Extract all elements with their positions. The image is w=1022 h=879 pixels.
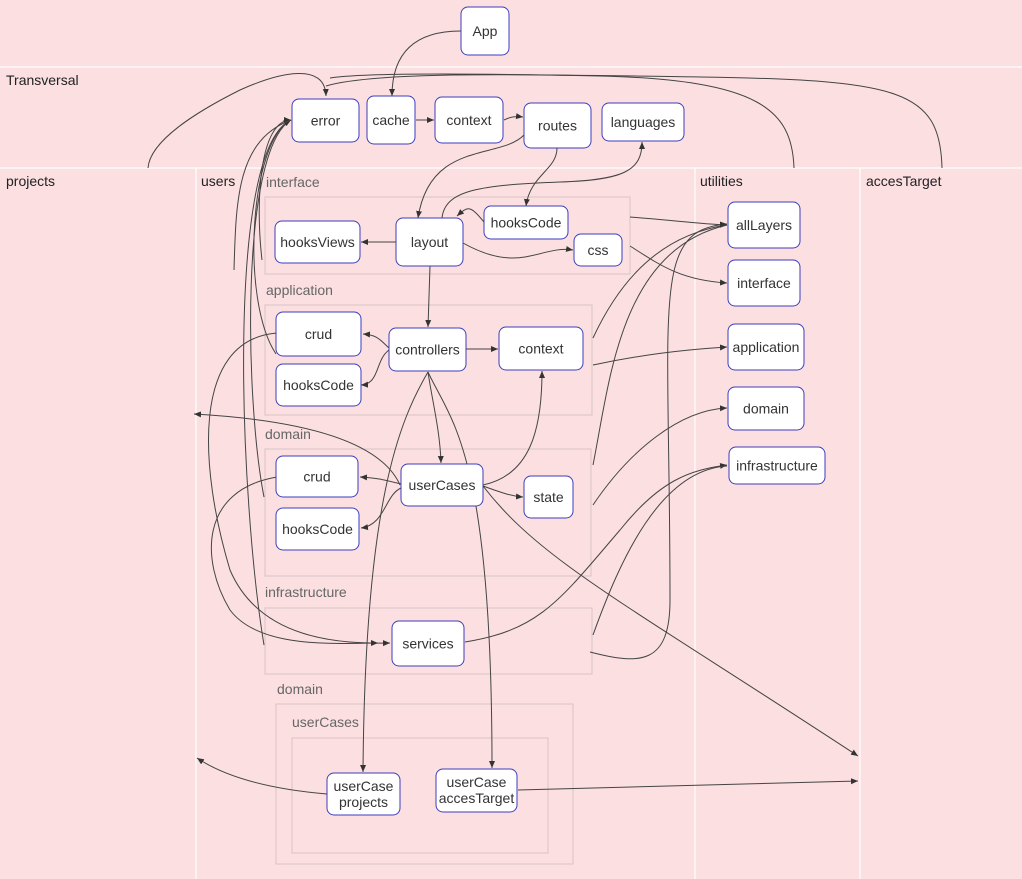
node-hooksviews-label: hooksViews (280, 234, 354, 250)
lane-label-users: users (201, 173, 235, 189)
lane-label-accestarget: accesTarget (866, 173, 942, 189)
lane-label-transversal: Transversal (6, 72, 79, 88)
node-app[interactable]: App (460, 6, 510, 56)
node-usercases-label: userCases (409, 477, 476, 493)
node-layout-label: layout (411, 234, 448, 250)
node-cache-label: cache (372, 112, 410, 128)
node-crud-domain-label: crud (303, 469, 330, 485)
lane-label-projects: projects (6, 173, 55, 189)
node-hookscode-interface[interactable]: hooksCode (483, 205, 569, 240)
node-alllayers[interactable]: allLayers (727, 201, 801, 249)
node-hookscode-application[interactable]: hooksCode (275, 363, 362, 407)
node-utilities-domain-label: domain (743, 401, 789, 417)
group-box-infrastructure (264, 607, 593, 675)
node-error[interactable]: error (291, 98, 360, 143)
node-routes[interactable]: routes (523, 102, 592, 149)
node-crud-domain[interactable]: crud (275, 455, 359, 498)
node-css-label: css (588, 242, 609, 258)
group-label-interface: interface (266, 174, 320, 190)
node-hooksviews[interactable]: hooksViews (274, 220, 361, 264)
node-usercase-projects-label-2: projects (339, 794, 388, 810)
node-utilities-application-label: application (733, 339, 800, 355)
node-usercase-accestarget[interactable]: userCase accesTarget (435, 768, 518, 813)
node-languages[interactable]: languages (601, 102, 685, 142)
group-label-domain: domain (265, 426, 311, 442)
node-error-label: error (311, 113, 341, 129)
node-utilities-application[interactable]: application (727, 323, 805, 371)
group-box-interface (264, 196, 631, 275)
node-routes-label: routes (538, 118, 577, 134)
lane-label-utilities: utilities (700, 173, 743, 189)
node-hookscode-application-label: hooksCode (283, 377, 354, 393)
node-context-transversal[interactable]: context (434, 96, 504, 144)
node-context-application[interactable]: context (498, 326, 584, 371)
lane-separators (0, 66, 1022, 879)
node-cache[interactable]: cache (366, 95, 416, 145)
node-utilities-domain[interactable]: domain (727, 386, 805, 431)
node-css[interactable]: css (573, 233, 623, 267)
node-usercases[interactable]: userCases (400, 463, 484, 507)
node-usercase-accestarget-label-2: accesTarget (439, 790, 515, 806)
node-controllers-label: controllers (395, 342, 460, 358)
group-box-domain-usercases (275, 703, 574, 865)
node-utilities-interface-label: interface (737, 275, 791, 291)
node-state-label: state (533, 489, 564, 505)
node-context-application-label: context (518, 341, 563, 357)
group-box-domain (264, 448, 592, 577)
node-crud-application-label: crud (305, 326, 332, 342)
node-utilities-infrastructure-label: infrastructure (736, 458, 818, 474)
node-controllers[interactable]: controllers (388, 327, 467, 372)
group-label-usercases: userCases (292, 714, 359, 730)
node-usercase-accestarget-label-1: userCase (447, 774, 507, 790)
group-label-application: application (266, 282, 333, 298)
node-utilities-infrastructure[interactable]: infrastructure (728, 446, 826, 485)
node-alllayers-label: allLayers (736, 217, 792, 233)
node-services[interactable]: services (391, 620, 465, 667)
node-app-label: App (473, 23, 498, 39)
node-layout[interactable]: layout (395, 217, 464, 267)
node-languages-label: languages (611, 114, 676, 130)
edges (147, 30, 943, 795)
group-label-domain-2: domain (277, 681, 323, 697)
group-box-usercases (291, 737, 549, 854)
node-state[interactable]: state (523, 475, 574, 519)
node-hookscode-domain-label: hooksCode (282, 521, 353, 537)
node-crud-application[interactable]: crud (275, 311, 362, 357)
node-hookscode-interface-label: hooksCode (491, 215, 562, 231)
node-context-transversal-label: context (446, 112, 491, 128)
node-services-label: services (402, 636, 453, 652)
node-usercase-projects[interactable]: userCase projects (326, 772, 401, 816)
group-label-infrastructure: infrastructure (265, 584, 347, 600)
node-usercase-projects-label-1: userCase (334, 778, 394, 794)
node-hookscode-domain[interactable]: hooksCode (275, 507, 360, 551)
node-utilities-interface[interactable]: interface (727, 259, 801, 307)
